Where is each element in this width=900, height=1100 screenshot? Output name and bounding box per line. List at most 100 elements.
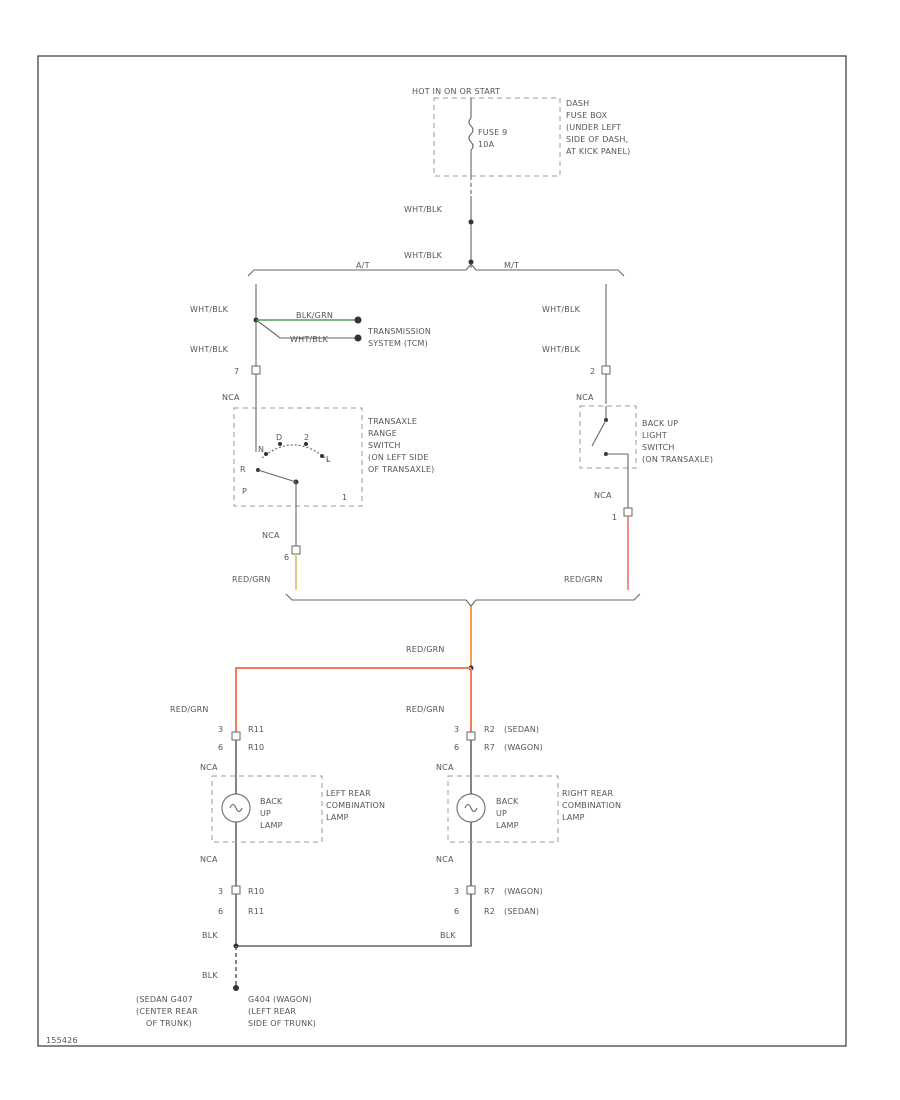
right-rear-lamp-outline [447, 775, 559, 843]
right-bot-conn-a: R7 [484, 887, 495, 896]
right-top-conn-b: R7 [484, 743, 495, 752]
backup-switch-outline [579, 405, 637, 469]
range-switch-arc [261, 444, 331, 463]
connector-pin-1 [623, 507, 633, 517]
trans-system-label-2: SYSTEM (TCM) [368, 339, 428, 348]
right-lamp-label-3: LAMP [496, 821, 519, 830]
backup-switch-label-4: (ON TRANSAXLE) [642, 455, 713, 464]
left-lamp-label-3: LAMP [260, 821, 283, 830]
right-bot-conn-b: R2 [484, 907, 495, 916]
fuse-box: HOT IN ON OR START FUSE 9 10A DASH FUSE … [412, 87, 630, 177]
backup-switch-label-2: LIGHT [642, 431, 667, 440]
feed-splice-2 [468, 259, 474, 265]
right-bot-pin-a: 3 [454, 887, 459, 896]
backup-light-switch [579, 405, 637, 469]
wht-blk-right-label-2: WHT/BLK [542, 345, 581, 354]
option-brace [247, 263, 625, 277]
nca-label-4: NCA [594, 491, 612, 500]
right-bot-pin-b: 6 [454, 907, 459, 916]
blk-label-3: BLK [202, 971, 218, 980]
left-bot-conn-b: R11 [248, 907, 264, 916]
at-label: A/T [356, 261, 370, 270]
nca-label-5: NCA [200, 763, 218, 772]
pos-2-label: 2 [304, 433, 309, 442]
right-comb-label-2: COMBINATION [562, 801, 621, 810]
figure-id: 155426 [46, 1036, 78, 1045]
left-top-conn-a: R11 [248, 725, 264, 734]
wht-blk-label-1: WHT/BLK [404, 205, 443, 214]
left-bottom-connector [231, 885, 241, 895]
fuse-box-label-3: (UNDER LEFT [566, 123, 621, 132]
right-comb-label-3: LAMP [562, 813, 585, 822]
fuse-box-label-1: DASH [566, 99, 589, 108]
nca-label-3: NCA [576, 393, 594, 402]
left-bulb-filament [229, 803, 243, 813]
left-bot-pin-a: 3 [218, 887, 223, 896]
wht-blk-left-label-2: WHT/BLK [190, 345, 229, 354]
right-top-conn-a: R2 [484, 725, 495, 734]
wht-blk-left-label-1: WHT/BLK [190, 305, 229, 314]
transaxle-range-switch: R N D 2 L P 1 [233, 407, 363, 507]
nca-label-7: NCA [436, 763, 454, 772]
wht-blk-tcm-wire [255, 319, 356, 339]
right-bulb-filament [464, 803, 478, 813]
range-pos-l [320, 454, 324, 458]
left-bot-conn-a: R10 [248, 887, 264, 896]
left-lamp-label-1: BACK [260, 797, 283, 806]
ground-2-label-b: (LEFT REAR [248, 1007, 296, 1016]
backup-switch-blade [591, 419, 607, 447]
tcm-connector-2 [354, 334, 362, 342]
right-bot-conn-a-note: (WAGON) [504, 887, 543, 896]
right-top-pin-b: 6 [454, 743, 459, 752]
right-bot-conn-b-note: (SEDAN) [504, 907, 539, 916]
red-grn-label-1: RED/GRN [232, 575, 271, 584]
range-pos-n [264, 452, 268, 456]
right-lamp-label-2: UP [496, 809, 507, 818]
fuse-box-outline [433, 97, 561, 177]
red-grn-label-3: RED/GRN [406, 645, 445, 654]
pos-n-label: N [258, 445, 264, 454]
right-ground-wire [236, 894, 472, 947]
wht-blk-right-label-1: WHT/BLK [542, 305, 581, 314]
range-pos-d [278, 442, 282, 446]
join-brace [285, 593, 641, 607]
red-grn-left-lamp-wire [235, 667, 471, 732]
tcm-connector-1 [354, 316, 362, 324]
fuse-rating-label: 10A [478, 140, 495, 149]
left-top-connector [231, 731, 241, 741]
mt-label: M/T [504, 261, 519, 270]
pos-l-label: L [326, 455, 331, 464]
power-source-label: HOT IN ON OR START [412, 87, 500, 96]
right-lamp-label-1: BACK [496, 797, 519, 806]
pos-1-label: 1 [342, 493, 347, 502]
fuse-box-label-4: SIDE OF DASH, [566, 135, 628, 144]
nca-label-1: NCA [222, 393, 240, 402]
wht-blk-label-2: WHT/BLK [404, 251, 443, 260]
fuse-box-label-5: AT KICK PANEL) [566, 147, 630, 156]
right-top-pin-a: 3 [454, 725, 459, 734]
pin-6-label: 6 [284, 553, 289, 562]
left-lamp-label-2: UP [260, 809, 271, 818]
left-top-pin-a: 3 [218, 725, 223, 734]
left-comb-label-1: LEFT REAR [326, 789, 371, 798]
feed-splice-1 [468, 219, 474, 225]
nca-label-8: NCA [436, 855, 454, 864]
connector-pin-2 [601, 365, 611, 375]
fuse-name-label: FUSE 9 [478, 128, 507, 137]
ground-2-label-c: SIDE OF TRUNK) [248, 1019, 316, 1028]
ground-point [233, 985, 239, 991]
ground-1-label-a: (SEDAN G407 [136, 995, 193, 1004]
right-bottom-connector [466, 885, 476, 895]
range-pos-2 [304, 442, 308, 446]
trans-system-label-1: TRANSMISSION [367, 327, 431, 336]
range-switch-outline [233, 407, 363, 507]
pos-r-label: R [240, 465, 246, 474]
left-top-conn-b: R10 [248, 743, 264, 752]
left-bot-pin-b: 6 [218, 907, 223, 916]
pos-d-label: D [276, 433, 282, 442]
range-switch-blade [257, 469, 297, 483]
blk-label-2: BLK [440, 931, 456, 940]
trans-wire-label-2: WHT/BLK [290, 335, 329, 344]
fuse-9-symbol [468, 117, 474, 151]
left-comb-label-3: LAMP [326, 813, 349, 822]
